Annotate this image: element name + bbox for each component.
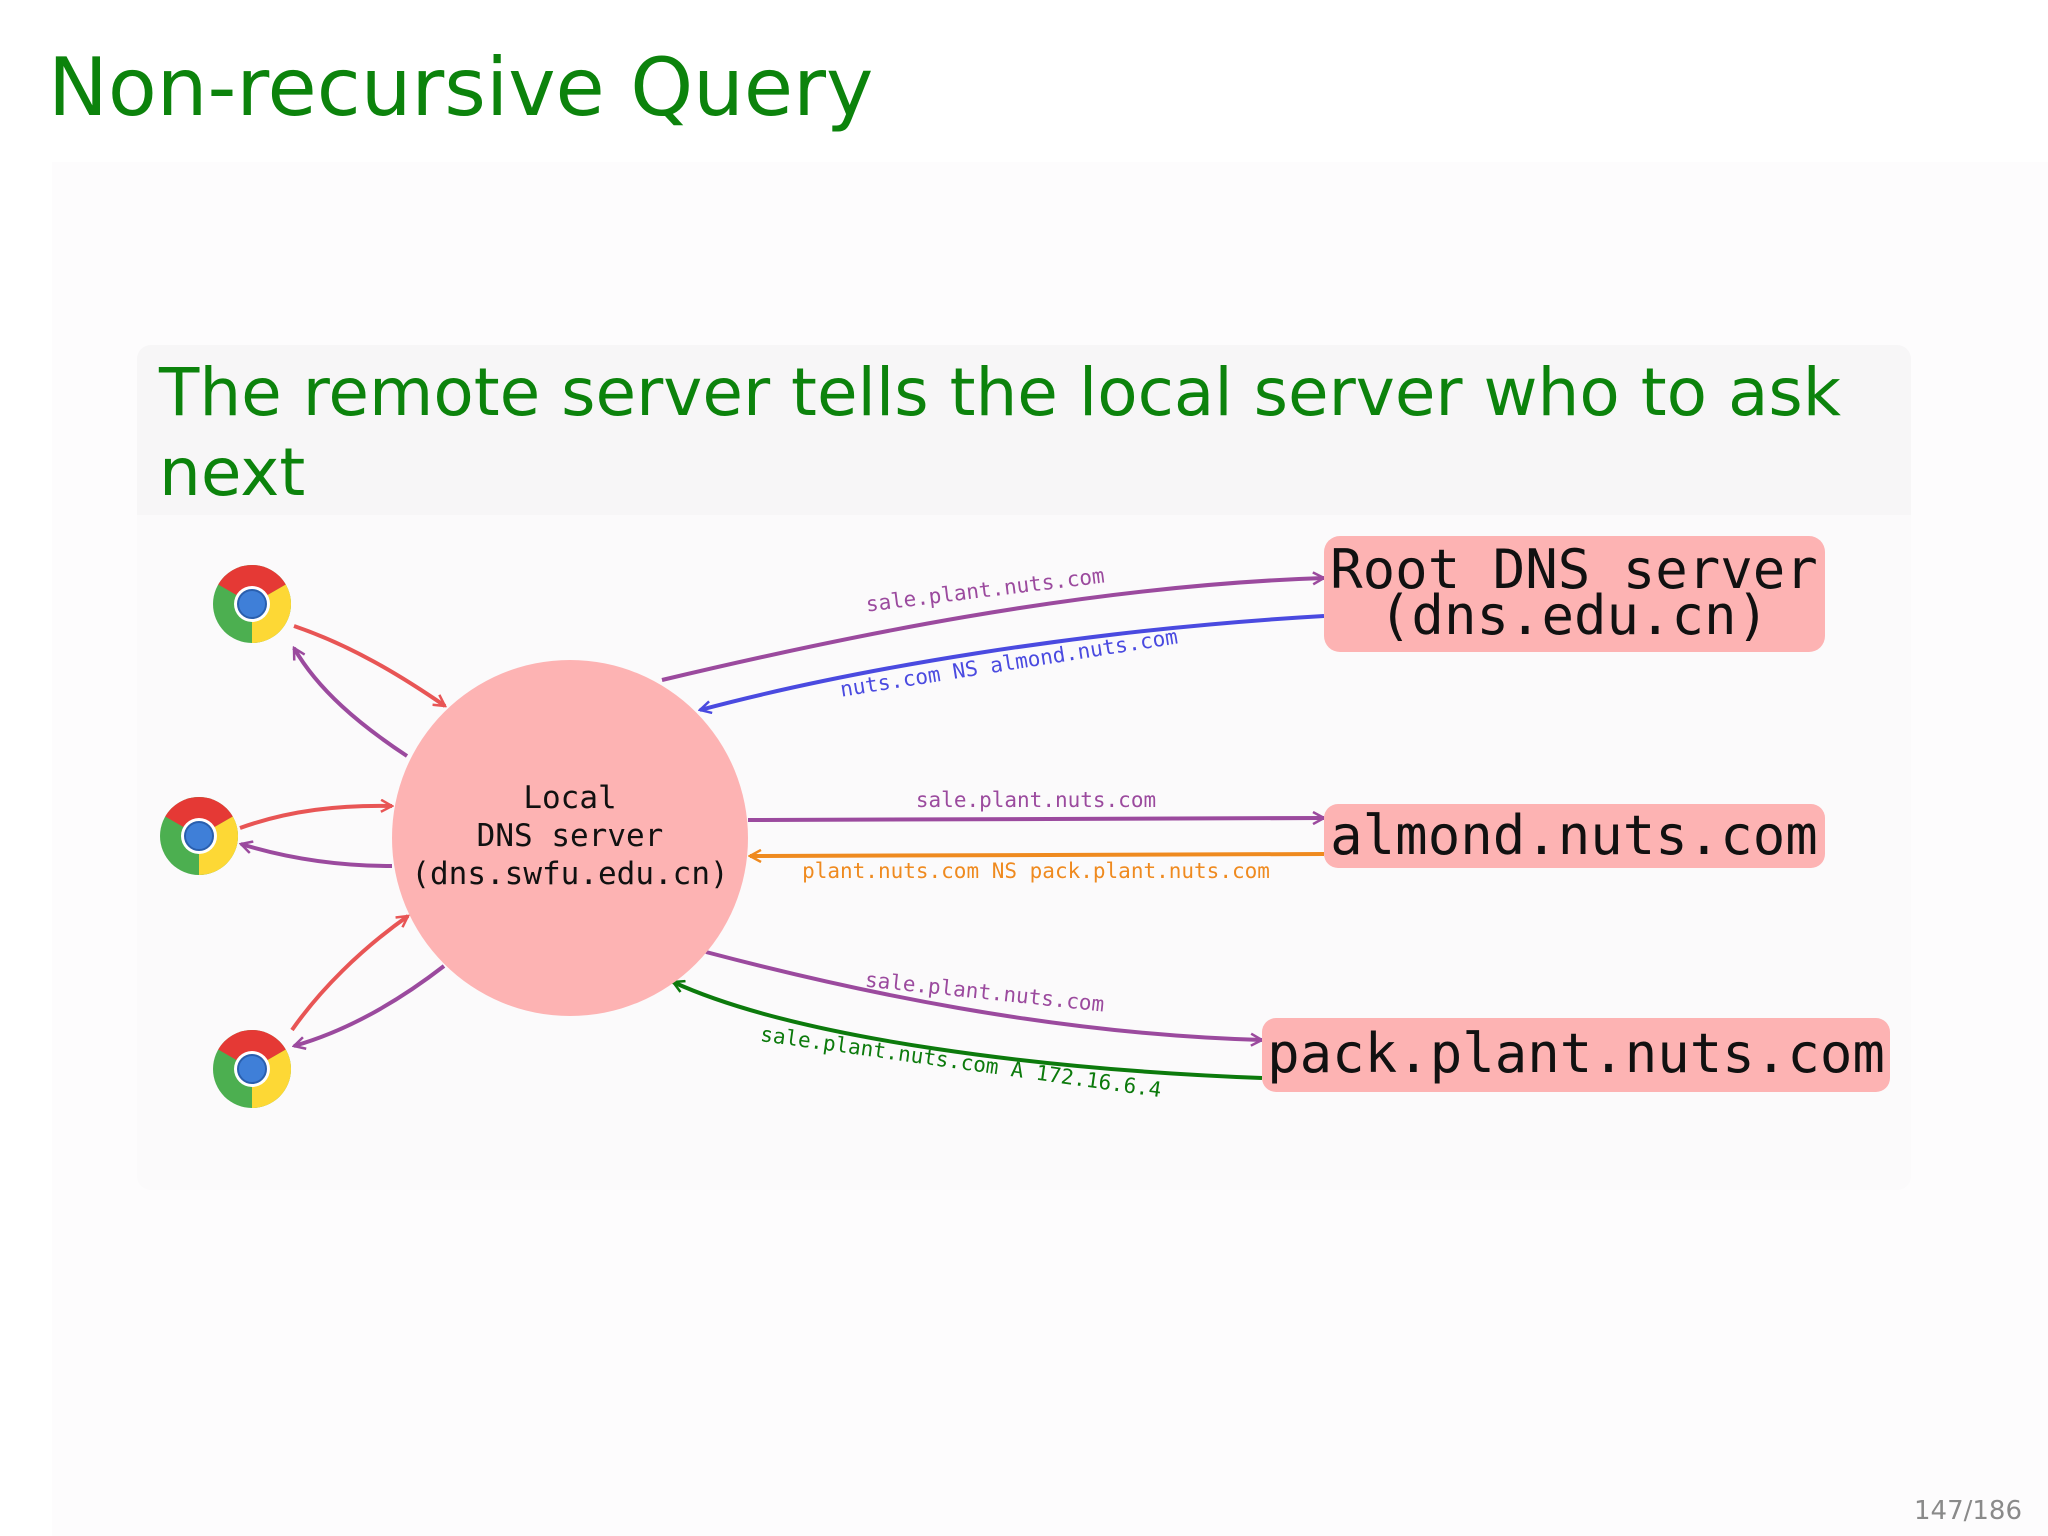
root-dns-server-node	[1324, 536, 1825, 652]
block-header: The remote server tells the local server…	[137, 345, 1911, 515]
local-dns-server-node	[392, 660, 748, 1016]
arrow-client2-reply	[241, 844, 393, 868]
arrow-to-pack	[705, 950, 1262, 1040]
arrow-to-root	[661, 578, 1324, 682]
message-to-pack: sale.plant.nuts.com	[864, 968, 1105, 1017]
message-from-almond: plant.nuts.com NS pack.plant.nuts.com	[802, 859, 1270, 883]
chrome-icon	[212, 1028, 293, 1109]
local-server-line3: (dns.swfu.edu.cn)	[411, 856, 728, 892]
arrow-from-almond	[750, 854, 1325, 856]
pack-server-label: pack.plant.nuts.com	[1267, 1022, 1885, 1085]
block-title: The remote server tells the local server…	[159, 354, 1842, 511]
arrow-from-pack	[673, 982, 1263, 1080]
message-to-almond: sale.plant.nuts.com	[916, 788, 1156, 812]
almond-server-label: almond.nuts.com	[1330, 804, 1818, 867]
arrow-client3-request	[290, 914, 408, 1032]
message-to-root: sale.plant.nuts.com	[864, 564, 1105, 617]
message-from-root: nuts.com NS almond.nuts.com	[838, 625, 1179, 702]
slide-title: Non-recursive Query	[48, 41, 874, 134]
arrow-client2-request	[239, 806, 392, 830]
local-server-line1: Local	[523, 780, 616, 816]
chrome-icon	[212, 563, 293, 644]
arrow-client1-reply	[292, 648, 409, 758]
chrome-icon	[159, 795, 240, 876]
arrow-from-root	[700, 614, 1325, 710]
root-server-line1: Root DNS server	[1330, 538, 1818, 601]
local-server-line2: DNS server	[477, 818, 664, 854]
arrow-client1-request	[293, 624, 445, 708]
arrow-client3-reply	[294, 964, 446, 1046]
almond-server-node	[1324, 804, 1825, 868]
message-from-pack: sale.plant.nuts.com A 172.16.6.4	[759, 1022, 1163, 1102]
arrow-to-almond	[747, 818, 1324, 820]
page-number: 147/186	[1913, 1496, 2022, 1526]
pack-server-node	[1262, 1018, 1890, 1092]
root-server-line2: (dns.edu.cn)	[1379, 584, 1769, 647]
